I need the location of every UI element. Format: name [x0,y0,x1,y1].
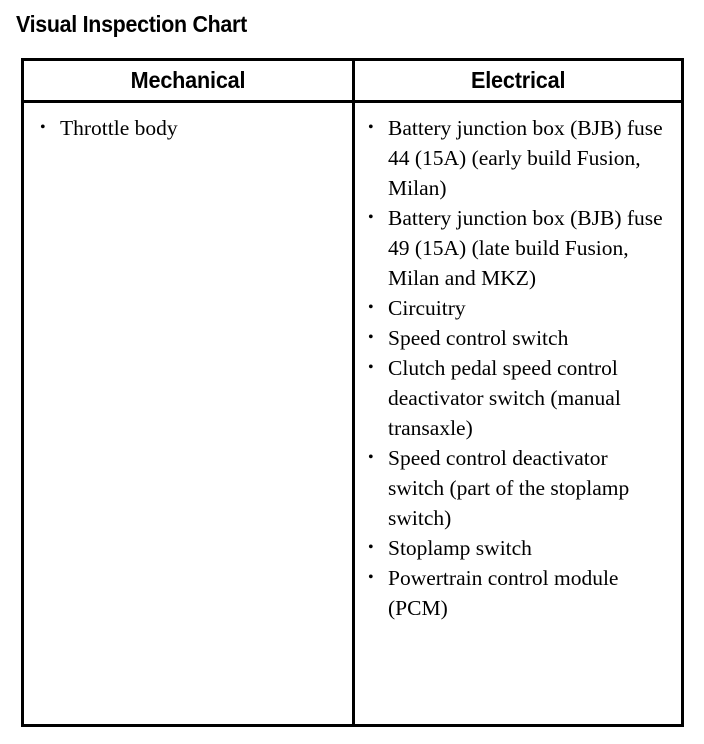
column-header-electrical: Electrical [355,61,681,100]
column-header-mechanical: Mechanical [24,61,352,100]
list-item: Battery junction box (BJB) fuse 49 (15A)… [367,203,664,293]
list-item: Powertrain control module (PCM) [367,563,664,623]
column-divider [352,61,355,724]
table-inner: Mechanical Electrical Throttle body Batt… [24,61,681,724]
list-item: Clutch pedal speed control deactivator s… [367,353,664,443]
cell-mechanical: Throttle body [24,103,352,724]
list-item: Speed control switch [367,323,664,353]
header-divider [24,100,681,103]
inspection-table: Mechanical Electrical Throttle body Batt… [21,58,684,727]
list-item: Circuitry [367,293,664,323]
mechanical-list: Throttle body [24,103,352,143]
electrical-list: Battery junction box (BJB) fuse 44 (15A)… [355,103,681,623]
cell-electrical: Battery junction box (BJB) fuse 44 (15A)… [355,103,681,724]
page-title: Visual Inspection Chart [16,11,247,37]
column-header-mechanical-label: Mechanical [130,67,246,93]
list-item: Throttle body [39,113,344,143]
list-item: Speed control deactivator switch (part o… [367,443,664,533]
list-item: Stoplamp switch [367,533,664,563]
column-header-electrical-label: Electrical [470,67,566,93]
list-item: Battery junction box (BJB) fuse 44 (15A)… [367,113,664,203]
